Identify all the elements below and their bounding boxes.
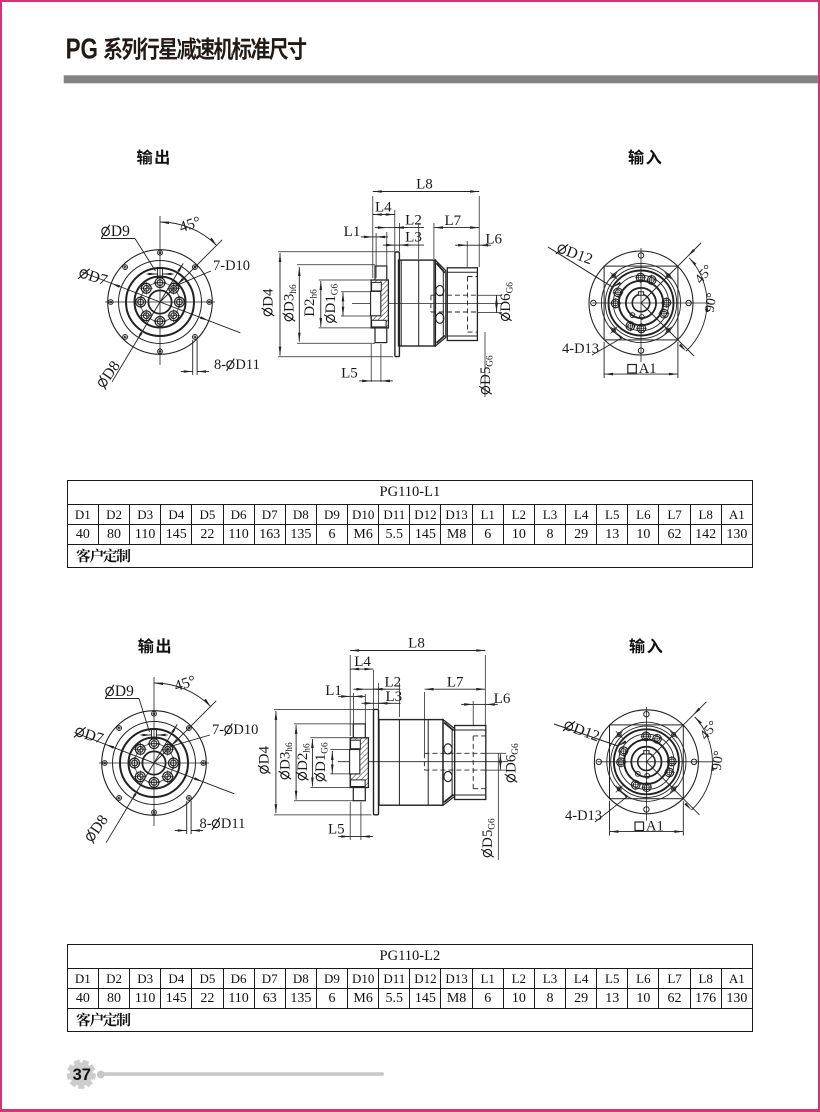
svg-text:D11: D11 [235,357,259,373]
svg-text:7-: 7- [212,722,224,738]
svg-text:L4: L4 [375,200,392,216]
svg-text:D4: D4 [261,288,277,307]
svg-text:90°: 90° [703,292,721,314]
svg-text:L4: L4 [354,654,371,670]
svg-text:D6: D6 [498,293,514,312]
svg-text:h6: h6 [302,743,312,753]
svg-text:8-: 8- [200,816,212,832]
svg-text:D9: D9 [111,223,130,240]
svg-text:G6: G6 [320,742,330,754]
svg-text:D4: D4 [257,746,273,765]
svg-text:4-D13: 4-D13 [565,808,602,824]
svg-text:G6: G6 [331,283,341,295]
svg-text:L1: L1 [344,224,361,240]
svg-text:7-D10: 7-D10 [213,258,250,274]
svg-text:L5: L5 [341,366,358,382]
svg-text:D9: D9 [115,683,134,700]
svg-text:G6: G6 [511,743,521,755]
svg-text:D7: D7 [86,267,109,289]
svg-text:D5: D5 [480,830,496,848]
svg-text:h6: h6 [285,742,295,752]
svg-text:L7: L7 [447,674,464,690]
svg-text:PG: PG [66,34,98,65]
svg-text:G6: G6 [506,282,516,294]
svg-text:L2: L2 [405,212,422,228]
svg-text:L1: L1 [325,683,342,699]
svg-text:D2: D2 [302,298,318,316]
svg-text:L8: L8 [416,177,433,193]
svg-text:D7: D7 [82,726,105,748]
svg-text:D6: D6 [504,754,520,773]
svg-text:G6: G6 [486,355,496,367]
svg-text:D3: D3 [281,294,297,312]
svg-text:45°: 45° [177,213,203,236]
svg-text:A1: A1 [646,819,664,835]
svg-text:A1: A1 [639,361,657,377]
svg-text:D1: D1 [313,754,329,772]
svg-text:h6: h6 [289,284,299,294]
svg-text:G6: G6 [488,818,498,830]
svg-text:37: 37 [73,1066,91,1084]
svg-text:8-: 8- [214,357,226,373]
svg-text:h6: h6 [310,289,320,299]
svg-text:L5: L5 [328,822,345,838]
svg-text:4-D13: 4-D13 [562,341,599,357]
svg-text:D10: D10 [233,722,258,738]
svg-text:45°: 45° [172,672,198,695]
svg-text:L6: L6 [485,232,502,248]
svg-text:D2: D2 [295,753,311,771]
svg-text:D1: D1 [323,295,339,313]
svg-text:L6: L6 [494,691,511,707]
svg-text:L3: L3 [385,689,402,705]
svg-text:D11: D11 [221,816,245,832]
svg-text:L2: L2 [384,674,401,690]
svg-text:D5: D5 [478,367,494,385]
svg-text:90°: 90° [710,750,728,772]
svg-text:L8: L8 [408,636,425,652]
svg-text:L3: L3 [405,230,422,246]
svg-text:L7: L7 [444,213,461,229]
svg-text:D3: D3 [277,752,293,770]
